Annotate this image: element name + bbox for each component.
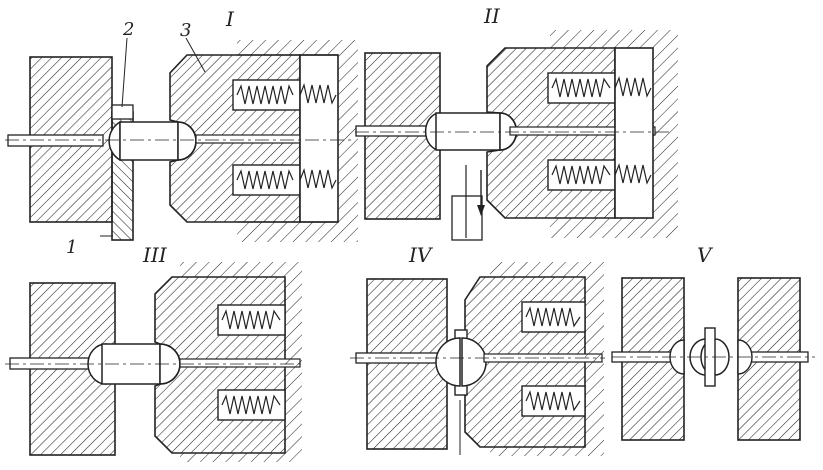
label-stage-5: V: [697, 243, 714, 267]
label-stage-1: I: [225, 7, 235, 31]
stage-3-spring-top-coil: [221, 309, 281, 330]
label-part-1: 1: [66, 237, 77, 258]
stage-2-back-spring-top: [614, 75, 652, 98]
stage-1-plate: [111, 104, 134, 120]
stage-2-backing-plate: [614, 47, 654, 219]
stage-1-left-pin: [7, 134, 104, 147]
stage-4-left-die: [366, 278, 448, 450]
stage-5-group: V: [611, 243, 815, 441]
label-part-2: 2: [122, 19, 134, 40]
stage-4-frame-wall: [490, 262, 604, 456]
stage-2-spring-top-coil: [551, 77, 611, 98]
stage-2-group: II: [355, 4, 678, 241]
stage-4-rivet-head-left: [435, 337, 461, 387]
label-stage-3: III: [142, 243, 168, 267]
stage-2-knife-guide: [451, 195, 483, 241]
stage-2-spring-bottom-coil: [551, 164, 611, 185]
stage-5-left-cavity: [669, 339, 685, 375]
stage-1-frame-wall: [237, 40, 358, 242]
stage-1-back-spring-bottom: [299, 167, 337, 190]
stage-2-blank: [435, 112, 501, 151]
label-stage-2: II: [483, 4, 501, 28]
stage-3-frame-wall: [180, 262, 302, 462]
stage-4-group: IV: [350, 243, 605, 456]
stage-3-group: III: [5, 243, 302, 462]
stage-3-ejector-pin: [179, 358, 301, 368]
stage-1-blank-dome: [108, 120, 121, 162]
label-stage-4: IV: [408, 243, 434, 267]
stage-3-spring-bottom-coil: [221, 394, 281, 415]
stage-1-spring-top-coil: [236, 84, 294, 105]
stage-4-spring-top-coil: [525, 306, 581, 328]
stage-2-frame-wall: [550, 30, 678, 238]
stage-2-arrow-head: [477, 205, 485, 216]
stage-1-backing-plate: [299, 54, 339, 223]
stage-2-back-spring-bottom: [614, 162, 652, 185]
stage-1-group: 1 2 3 I: [5, 7, 358, 258]
stage-4-spring-top: [521, 301, 586, 333]
stage-4-spring-bottom-coil: [525, 390, 581, 412]
label-part-3: 3: [180, 20, 191, 41]
stage-1-blank: [119, 121, 179, 161]
stage-1-back-spring-top: [299, 82, 337, 105]
stage-4-rivet-head-right: [461, 337, 487, 387]
stage-1-spring-bottom-coil: [236, 169, 294, 190]
